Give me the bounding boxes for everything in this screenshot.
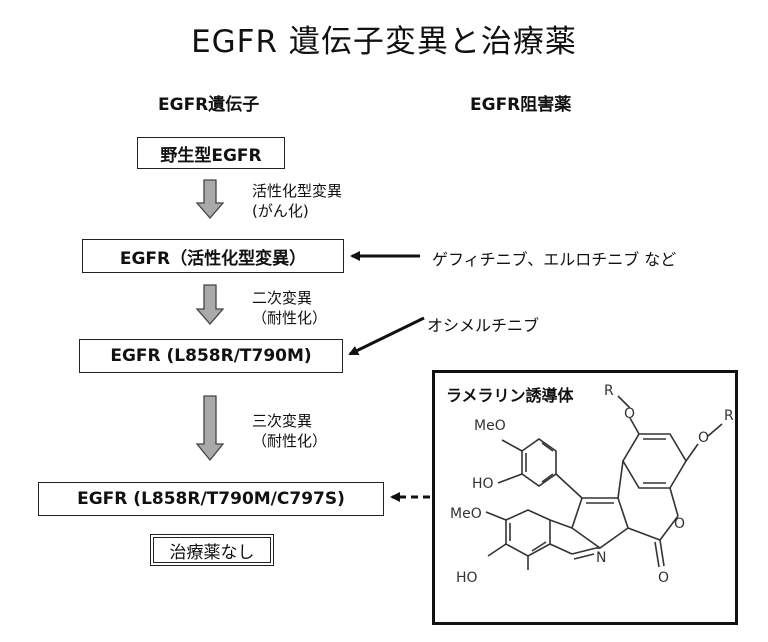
- transition-note-3: 三次変異 （耐性化）: [252, 411, 327, 451]
- atom-o-carbonyl: O: [658, 570, 669, 586]
- transition-note-2: 二次変異 （耐性化）: [252, 288, 327, 328]
- activating-mutation-box: EGFR（活性化型変異）: [82, 239, 344, 273]
- atom-meo-1: MeO: [474, 418, 506, 434]
- wild-type-egfr-box: 野生型EGFR: [137, 137, 285, 169]
- third-gen-drug-label: オシメルチニブ: [427, 316, 540, 335]
- down-arrow-icon-1: [195, 179, 225, 219]
- transition-note-2-line2: （耐性化）: [252, 309, 328, 327]
- transition-note-3-line1: 三次変異: [252, 412, 313, 430]
- molecule-bonds: [485, 395, 723, 570]
- transition-note-1-line1: 活性化型変異: [252, 182, 343, 200]
- atom-r2: R: [724, 408, 734, 424]
- triple-mutation-box: EGFR (L858R/T790M/C797S): [38, 482, 384, 516]
- atom-ho-1: HO: [472, 476, 494, 492]
- atom-n: N: [596, 550, 606, 566]
- transition-note-1: 活性化型変異 (がん化): [252, 181, 342, 221]
- third-gen-arrow-icon: [348, 316, 425, 356]
- molecule-atom-labels: R O R O MeO HO MeO HO N O O: [450, 383, 734, 586]
- down-arrow-icon-3: [195, 395, 225, 462]
- atom-meo-2: MeO: [450, 506, 482, 522]
- atom-ho-2: HO: [456, 570, 478, 586]
- atom-o2: O: [698, 430, 709, 446]
- gene-column-header: EGFR遺伝子: [158, 95, 260, 115]
- atom-o-ring: O: [674, 516, 685, 532]
- down-arrow-icon-2: [195, 284, 225, 325]
- transition-note-1-line2: (がん化): [252, 202, 309, 220]
- inhibitor-column-header: EGFR阻害薬: [470, 95, 572, 115]
- first-gen-drug-label: ゲフィチニブ、エルロチニブ など: [432, 250, 677, 269]
- atom-o1: O: [624, 406, 635, 422]
- transition-note-3-line2: （耐性化）: [252, 432, 328, 450]
- lamellarin-structure-drawing: R O R O MeO HO MeO HO N O O: [450, 383, 734, 586]
- atom-r1: R: [604, 383, 614, 399]
- page-title: EGFR 遺伝子変異と治療薬: [191, 24, 577, 60]
- double-mutation-box: EGFR (L858R/T790M): [79, 339, 343, 373]
- lamellarin-structure-label: ラメラリン誘導体: [446, 386, 574, 405]
- no-treatment-box: 治療薬なし: [150, 534, 274, 566]
- transition-note-2-line1: 二次変異: [252, 289, 313, 307]
